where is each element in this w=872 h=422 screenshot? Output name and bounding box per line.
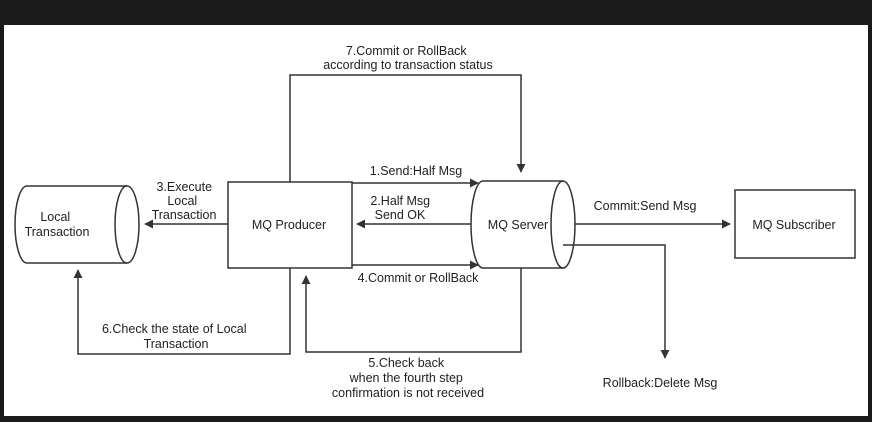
mq-subscriber-node	[734, 189, 856, 259]
step5-edge	[301, 268, 522, 353]
local-transaction-label: Local Transaction	[25, 210, 90, 239]
rollback-label: Rollback:Delete Msg	[603, 376, 718, 390]
step6-edge	[73, 268, 291, 355]
step5-label: 5.Check back when the fourth step confir…	[332, 356, 484, 400]
step7-label: 7.Commit or RollBack according to transa…	[323, 44, 493, 72]
step4-label: 4.Commit or RollBack	[358, 271, 480, 285]
mq-server-label: MQ Server	[488, 218, 548, 232]
step6-label: 6.Check the state of Local Transaction	[102, 322, 250, 351]
step1-label: 1.Send:Half Msg	[370, 164, 462, 178]
step3-label: 3.Execute Local Transaction	[152, 180, 217, 222]
local-transaction-node	[14, 185, 140, 264]
mq-subscriber-label: MQ Subscriber	[752, 218, 835, 232]
commit-label: Commit:Send Msg	[594, 199, 697, 213]
step7-edge	[289, 74, 526, 182]
mq-producer-label: MQ Producer	[252, 218, 326, 232]
step2-label: 2.Half Msg Send OK	[370, 194, 433, 222]
rollback-edge	[563, 244, 670, 359]
